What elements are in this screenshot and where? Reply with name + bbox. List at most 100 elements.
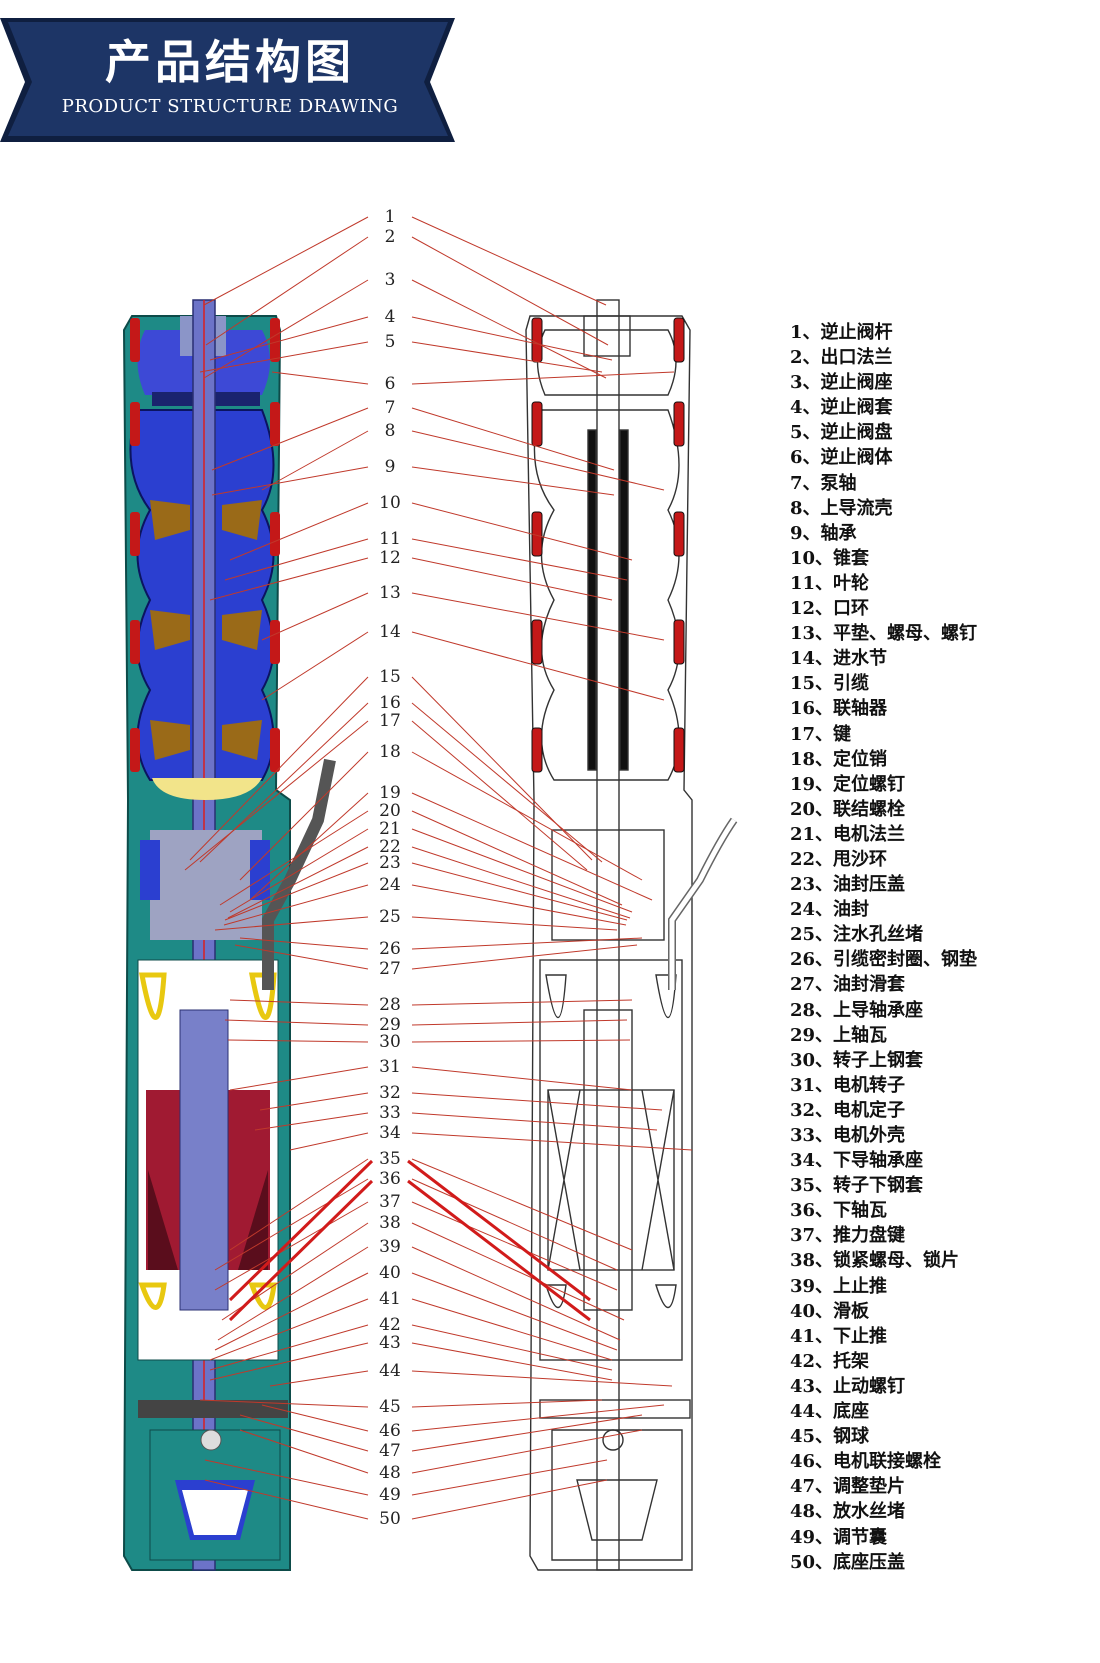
callout-number: 38 [379, 1213, 401, 1233]
callout-leader-line [411, 884, 627, 926]
callout-leader-line [229, 1066, 369, 1091]
callout-leader-line [203, 279, 369, 379]
callout-leader-line [411, 916, 618, 931]
legend-item: 24、油封 [790, 899, 870, 921]
callout-leader-line [411, 862, 628, 921]
callout-leader-line [214, 1272, 369, 1351]
callout-leader-line [411, 676, 593, 861]
callout-leader-line [271, 371, 369, 385]
callout-leader-line [234, 944, 369, 970]
callout-leader-line [411, 279, 607, 379]
callout-leader-line [229, 999, 369, 1006]
header-banner [0, 18, 455, 142]
callout-leader-line [411, 828, 633, 913]
callout-leader-line [411, 1414, 643, 1452]
callout-leader-line [224, 538, 369, 581]
callout-number: 46 [379, 1421, 401, 1441]
line-section [525, 299, 738, 1571]
callout-number: 26 [379, 939, 401, 959]
callout-leader-line [411, 430, 665, 491]
callout-leader-line [411, 810, 623, 906]
callout-number: 49 [379, 1485, 401, 1505]
callout-leader-line [411, 937, 643, 950]
callout-number: 34 [379, 1123, 401, 1143]
callout-number: 17 [379, 711, 401, 731]
callout-leader-line [209, 1342, 369, 1381]
callout-leader-line [209, 1298, 369, 1361]
callout-leader-line [411, 1112, 658, 1131]
legend-item: 25、注水孔丝堵 [790, 924, 924, 946]
callout-number: 24 [379, 875, 401, 895]
legend-item: 15、引缆 [790, 673, 870, 695]
callout-leader-line [223, 884, 369, 926]
callout-number: 28 [379, 995, 401, 1015]
callout-number: 27 [379, 959, 401, 979]
callout-leader-line [261, 430, 369, 491]
callout-leader-line [214, 916, 369, 931]
callout-leader-line [411, 341, 603, 373]
callout-leader-line [269, 1370, 369, 1387]
callout-leader-line [199, 341, 369, 373]
callout-leader-line [411, 1272, 618, 1351]
callout-leader-line [289, 1132, 369, 1151]
callout-leader-line [239, 1429, 369, 1474]
callout-number: 35 [379, 1149, 401, 1169]
callout-leader-line [199, 1399, 369, 1408]
callout-leader-line [411, 1222, 625, 1321]
legend-item: 2、出口法兰 [790, 347, 893, 369]
callout-leader-line [411, 236, 609, 346]
legend-item: 4、逆止阀套 [790, 397, 893, 419]
callout-leader-line [411, 1039, 631, 1043]
callout-number: 6 [385, 374, 396, 394]
callout-leader-line [214, 1178, 369, 1271]
legend-item: 47、调整垫片 [790, 1476, 906, 1498]
callout-number: 33 [379, 1103, 401, 1123]
callout-leader-line [411, 1019, 628, 1026]
legend-item: 1、逆止阀杆 [790, 322, 893, 343]
callout-leader-line-bold [228, 1179, 591, 1322]
callout-leader-line [227, 846, 369, 919]
callout-number: 1 [385, 207, 396, 227]
legend-item: 10、锥套 [790, 547, 870, 569]
callout-number: 3 [385, 270, 396, 290]
callout-leader-line [261, 1404, 369, 1432]
page-title: 产品结构图 [105, 35, 355, 89]
legend-item: 45、钢球 [790, 1426, 870, 1448]
legend-item: 12、口环 [790, 598, 870, 620]
callout-number: 9 [385, 457, 396, 477]
callout-number: 42 [379, 1315, 401, 1335]
callout-leader-line [214, 1201, 369, 1291]
callout-leader-line [411, 1404, 665, 1432]
callout-leader-line [184, 720, 369, 871]
legend-item: 30、转子上钢套 [790, 1049, 924, 1071]
callout-number: 8 [385, 421, 396, 441]
legend-item: 29、上轴瓦 [790, 1024, 888, 1046]
callout-leader-line [411, 1246, 621, 1341]
callout-number: 15 [379, 667, 401, 687]
callout-leader-line [211, 407, 369, 471]
callout-leader-line [224, 1019, 369, 1026]
callout-leader-line [411, 371, 675, 385]
callout-leader-line [411, 944, 638, 970]
legend-item: 28、上导轴承座 [790, 999, 924, 1021]
callout-leader-line [411, 407, 615, 471]
callout-leader-line [229, 828, 369, 913]
callout-number: 18 [379, 742, 401, 762]
legend-item: 23、油封压盖 [790, 874, 906, 896]
callout-leader-line [204, 1459, 369, 1496]
legend-item: 50、底座压盖 [790, 1551, 906, 1573]
legend-item: 18、定位销 [790, 748, 888, 770]
callout-number: 2 [385, 227, 396, 247]
callout-leader-line [229, 502, 369, 561]
callout-leader-line [411, 631, 665, 701]
callout-number: 45 [379, 1397, 401, 1417]
callout-leader-line [239, 751, 369, 881]
callout-leader-line [261, 592, 369, 641]
callout-leader-line [411, 538, 628, 581]
legend-item: 33、电机外壳 [790, 1125, 906, 1146]
callout-leader-line [411, 720, 588, 871]
legend-item: 9、轴承 [790, 522, 857, 544]
callout-leader-line [209, 316, 369, 361]
legend-item: 13、平垫、螺母、螺钉 [790, 623, 978, 645]
